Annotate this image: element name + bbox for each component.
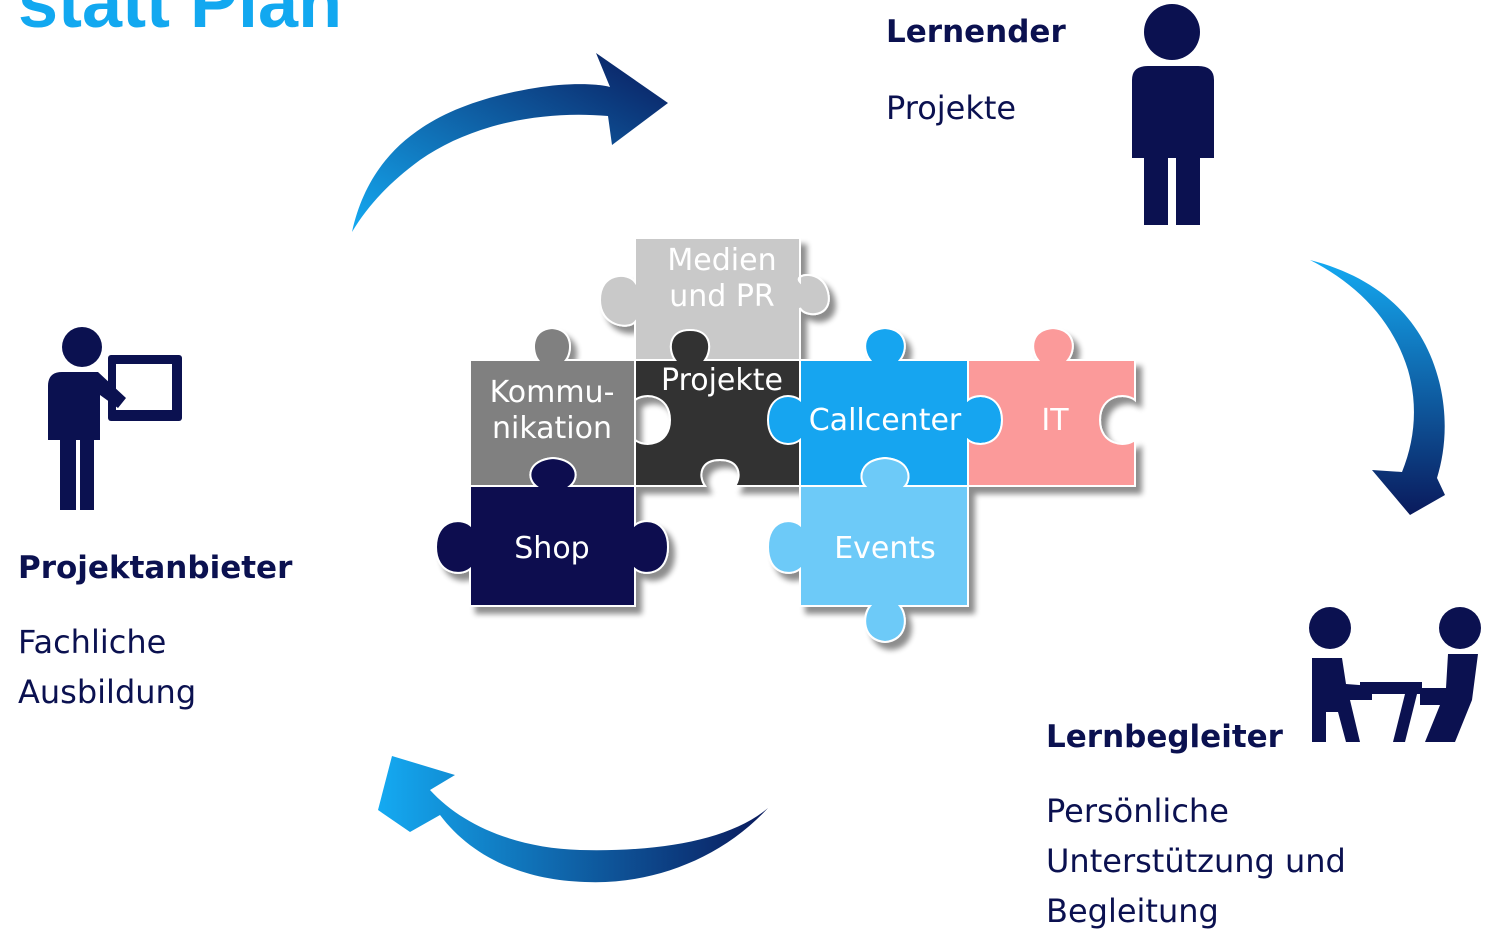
role-projektanbieter-desc-line: Fachliche (18, 623, 167, 661)
role-lernbegleiter-desc-line: Persönliche (1046, 792, 1229, 830)
arrow-bottom (378, 756, 768, 883)
role-lernbegleiter-name: Lernbegleiter (1046, 719, 1283, 755)
person-icon (1132, 4, 1214, 225)
puzzle-piece-shop: Shop (434, 456, 670, 607)
puzzle-piece-it: IT (967, 326, 1136, 487)
role-lernbegleiter-desc: Persönliche Unterstützung und Begleitung (1046, 786, 1346, 936)
puzzle-piece-kommunikation: Kommu- nikation (469, 326, 636, 487)
role-lernender-desc-line: Projekte (886, 89, 1017, 127)
role-lernbegleiter-desc-line: Begleitung (1046, 892, 1219, 930)
puzzle-piece-medien: Medien und PR (598, 237, 830, 361)
puzzle-piece-events: Events (766, 456, 969, 644)
puzzle-label-medien-2: und PR (669, 279, 775, 314)
puzzle: Medien und PR Kommu- nikation Projekte C… (434, 237, 1136, 644)
role-projektanbieter-name: Projektanbieter (18, 550, 293, 586)
puzzle-label-projekte: Projekte (661, 363, 783, 398)
meeting-icon (1309, 607, 1481, 742)
role-lernender-desc: Projekte (886, 83, 1016, 133)
role-projektanbieter-desc-line: Ausbildung (18, 673, 197, 711)
puzzle-piece-projekte: Projekte (634, 328, 809, 487)
role-projektanbieter-desc: Fachliche Ausbildung (18, 617, 196, 717)
puzzle-label-it: IT (1041, 403, 1069, 438)
presenter-icon (48, 327, 182, 510)
page-title: statt Plan (18, 0, 343, 43)
puzzle-label-kommunikation-2: nikation (492, 411, 612, 446)
role-lernbegleiter-desc-line: Unterstützung und (1046, 842, 1346, 880)
arrow-right (1310, 260, 1445, 515)
puzzle-label-shop: Shop (514, 531, 589, 566)
puzzle-piece-callcenter: Callcenter (766, 326, 1004, 487)
puzzle-label-medien: Medien (667, 243, 776, 278)
puzzle-label-events: Events (834, 531, 936, 566)
puzzle-label-callcenter: Callcenter (809, 403, 962, 438)
puzzle-label-kommunikation: Kommu- (490, 375, 615, 410)
arrow-top (352, 53, 668, 232)
role-lernender-name: Lernender (886, 14, 1066, 50)
